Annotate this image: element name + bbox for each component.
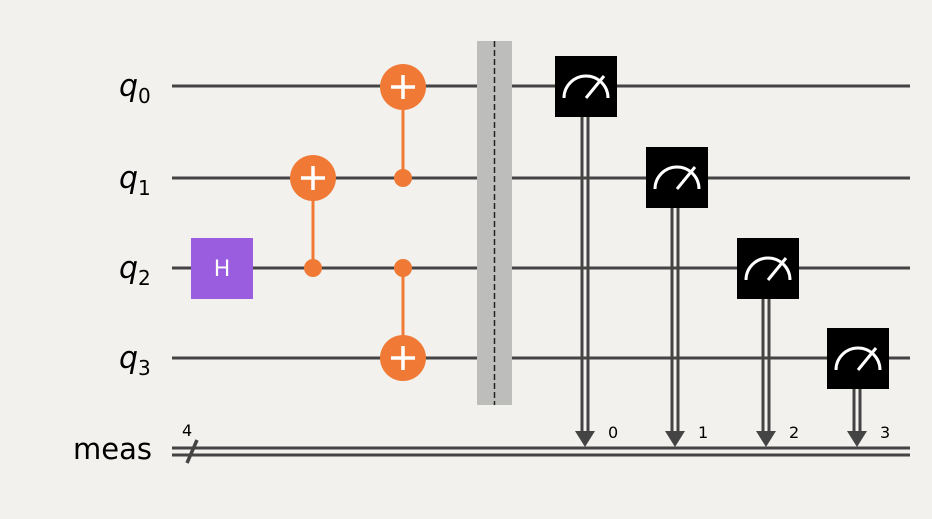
- cx-2-control-dot: [394, 169, 412, 187]
- measure-1: 1: [646, 147, 708, 447]
- register-slash: [185, 439, 199, 464]
- meter-icon: [744, 256, 792, 281]
- cx-gate-3: [380, 259, 426, 381]
- cx-gate-2: [380, 64, 426, 187]
- measure-3-box: [827, 328, 889, 389]
- measure-0-bit: 0: [608, 423, 618, 442]
- measure-0: 0: [555, 56, 618, 447]
- h-gate-label: H: [214, 257, 231, 282]
- measure-0-box: [555, 56, 617, 117]
- measure-2-box: [737, 238, 799, 299]
- classical-register-label: meas: [73, 432, 152, 466]
- measure-3-bit: 3: [880, 423, 890, 442]
- qubit-label-2: q2: [119, 251, 151, 290]
- meter-needle: [856, 347, 878, 371]
- cx-gate-1: [290, 155, 336, 277]
- qubit-label-1: q1: [119, 161, 151, 200]
- qubit-label-3: q3: [119, 341, 151, 380]
- meter-icon: [653, 165, 701, 190]
- meter-needle: [584, 75, 606, 99]
- measure-0-arrow: [575, 431, 595, 447]
- register-width: 4: [182, 421, 192, 440]
- h-gate: [191, 238, 253, 299]
- measure-1-box: [646, 147, 708, 208]
- cx-1-control-dot: [304, 259, 322, 277]
- measure-1-bit: 1: [698, 423, 708, 442]
- measure-3: 3: [827, 328, 890, 447]
- meter-icon: [562, 74, 610, 99]
- cx-3-control-dot: [394, 259, 412, 277]
- measure-1-arrow: [665, 431, 685, 447]
- meter-needle: [675, 166, 697, 190]
- measure-3-arrow: [847, 431, 867, 447]
- measure-2-bit: 2: [789, 423, 799, 442]
- measure-2-arrow: [756, 431, 776, 447]
- meter-icon: [834, 346, 882, 371]
- meter-needle: [766, 257, 788, 281]
- measure-2: 2: [737, 238, 799, 447]
- qubit-label-0: q0: [119, 69, 151, 108]
